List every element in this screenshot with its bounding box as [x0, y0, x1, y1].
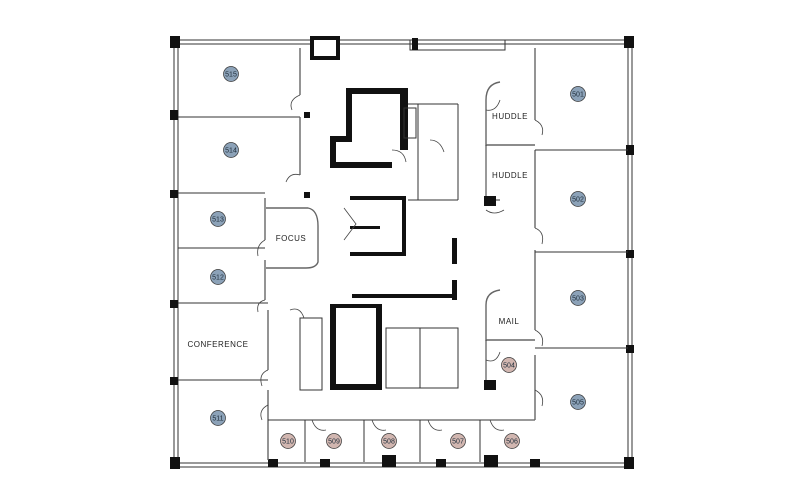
room-number-507: 507 [452, 439, 464, 446]
room-number-512: 512 [212, 275, 224, 282]
room-badge-514[interactable]: 514 [223, 142, 239, 158]
huddle-b-label: HUDDLE [492, 171, 528, 180]
room-number-515: 515 [225, 72, 237, 79]
room-number-504: 504 [503, 363, 515, 370]
room-badge-508[interactable]: 508 [381, 433, 397, 449]
room-number-506: 506 [506, 439, 518, 446]
room-number-503: 503 [572, 296, 584, 303]
room-badge-515[interactable]: 515 [223, 66, 239, 82]
room-number-511: 511 [212, 416, 223, 423]
room-badge-510[interactable]: 510 [280, 433, 296, 449]
exterior-walls [170, 36, 634, 469]
room-badge-511[interactable]: 511 [210, 410, 226, 426]
room-number-509: 509 [328, 439, 340, 446]
room-badge-503[interactable]: 503 [570, 290, 586, 306]
room-number-514: 514 [225, 148, 237, 155]
room-labels: HUDDLE HUDDLE FOCUS MAIL CONFERENCE [187, 112, 527, 349]
room-number-502: 502 [572, 197, 584, 204]
conference-label: CONFERENCE [187, 340, 248, 349]
room-badge-506[interactable]: 506 [504, 433, 520, 449]
room-number-513: 513 [212, 217, 224, 224]
room-badge-507[interactable]: 507 [450, 433, 466, 449]
room-badge-513[interactable]: 513 [210, 211, 226, 227]
room-number-501: 501 [572, 92, 584, 99]
huddle-a-label: HUDDLE [492, 112, 528, 121]
door-swings [257, 94, 544, 431]
mail-label: MAIL [499, 317, 520, 326]
room-number-510: 510 [282, 439, 294, 446]
room-badge-509[interactable]: 509 [326, 433, 342, 449]
room-badge-502[interactable]: 502 [570, 191, 586, 207]
room-number-508: 508 [383, 439, 395, 446]
room-badge-501[interactable]: 501 [570, 86, 586, 102]
focus-label: FOCUS [276, 234, 307, 243]
room-badge-505[interactable]: 505 [570, 394, 586, 410]
room-number-505: 505 [572, 400, 584, 407]
room-badges: 515 514 513 512 511 501 502 503 505 504 … [210, 66, 586, 449]
room-badge-512[interactable]: 512 [210, 269, 226, 285]
room-badge-504[interactable]: 504 [501, 357, 517, 373]
interior-walls [178, 48, 628, 462]
